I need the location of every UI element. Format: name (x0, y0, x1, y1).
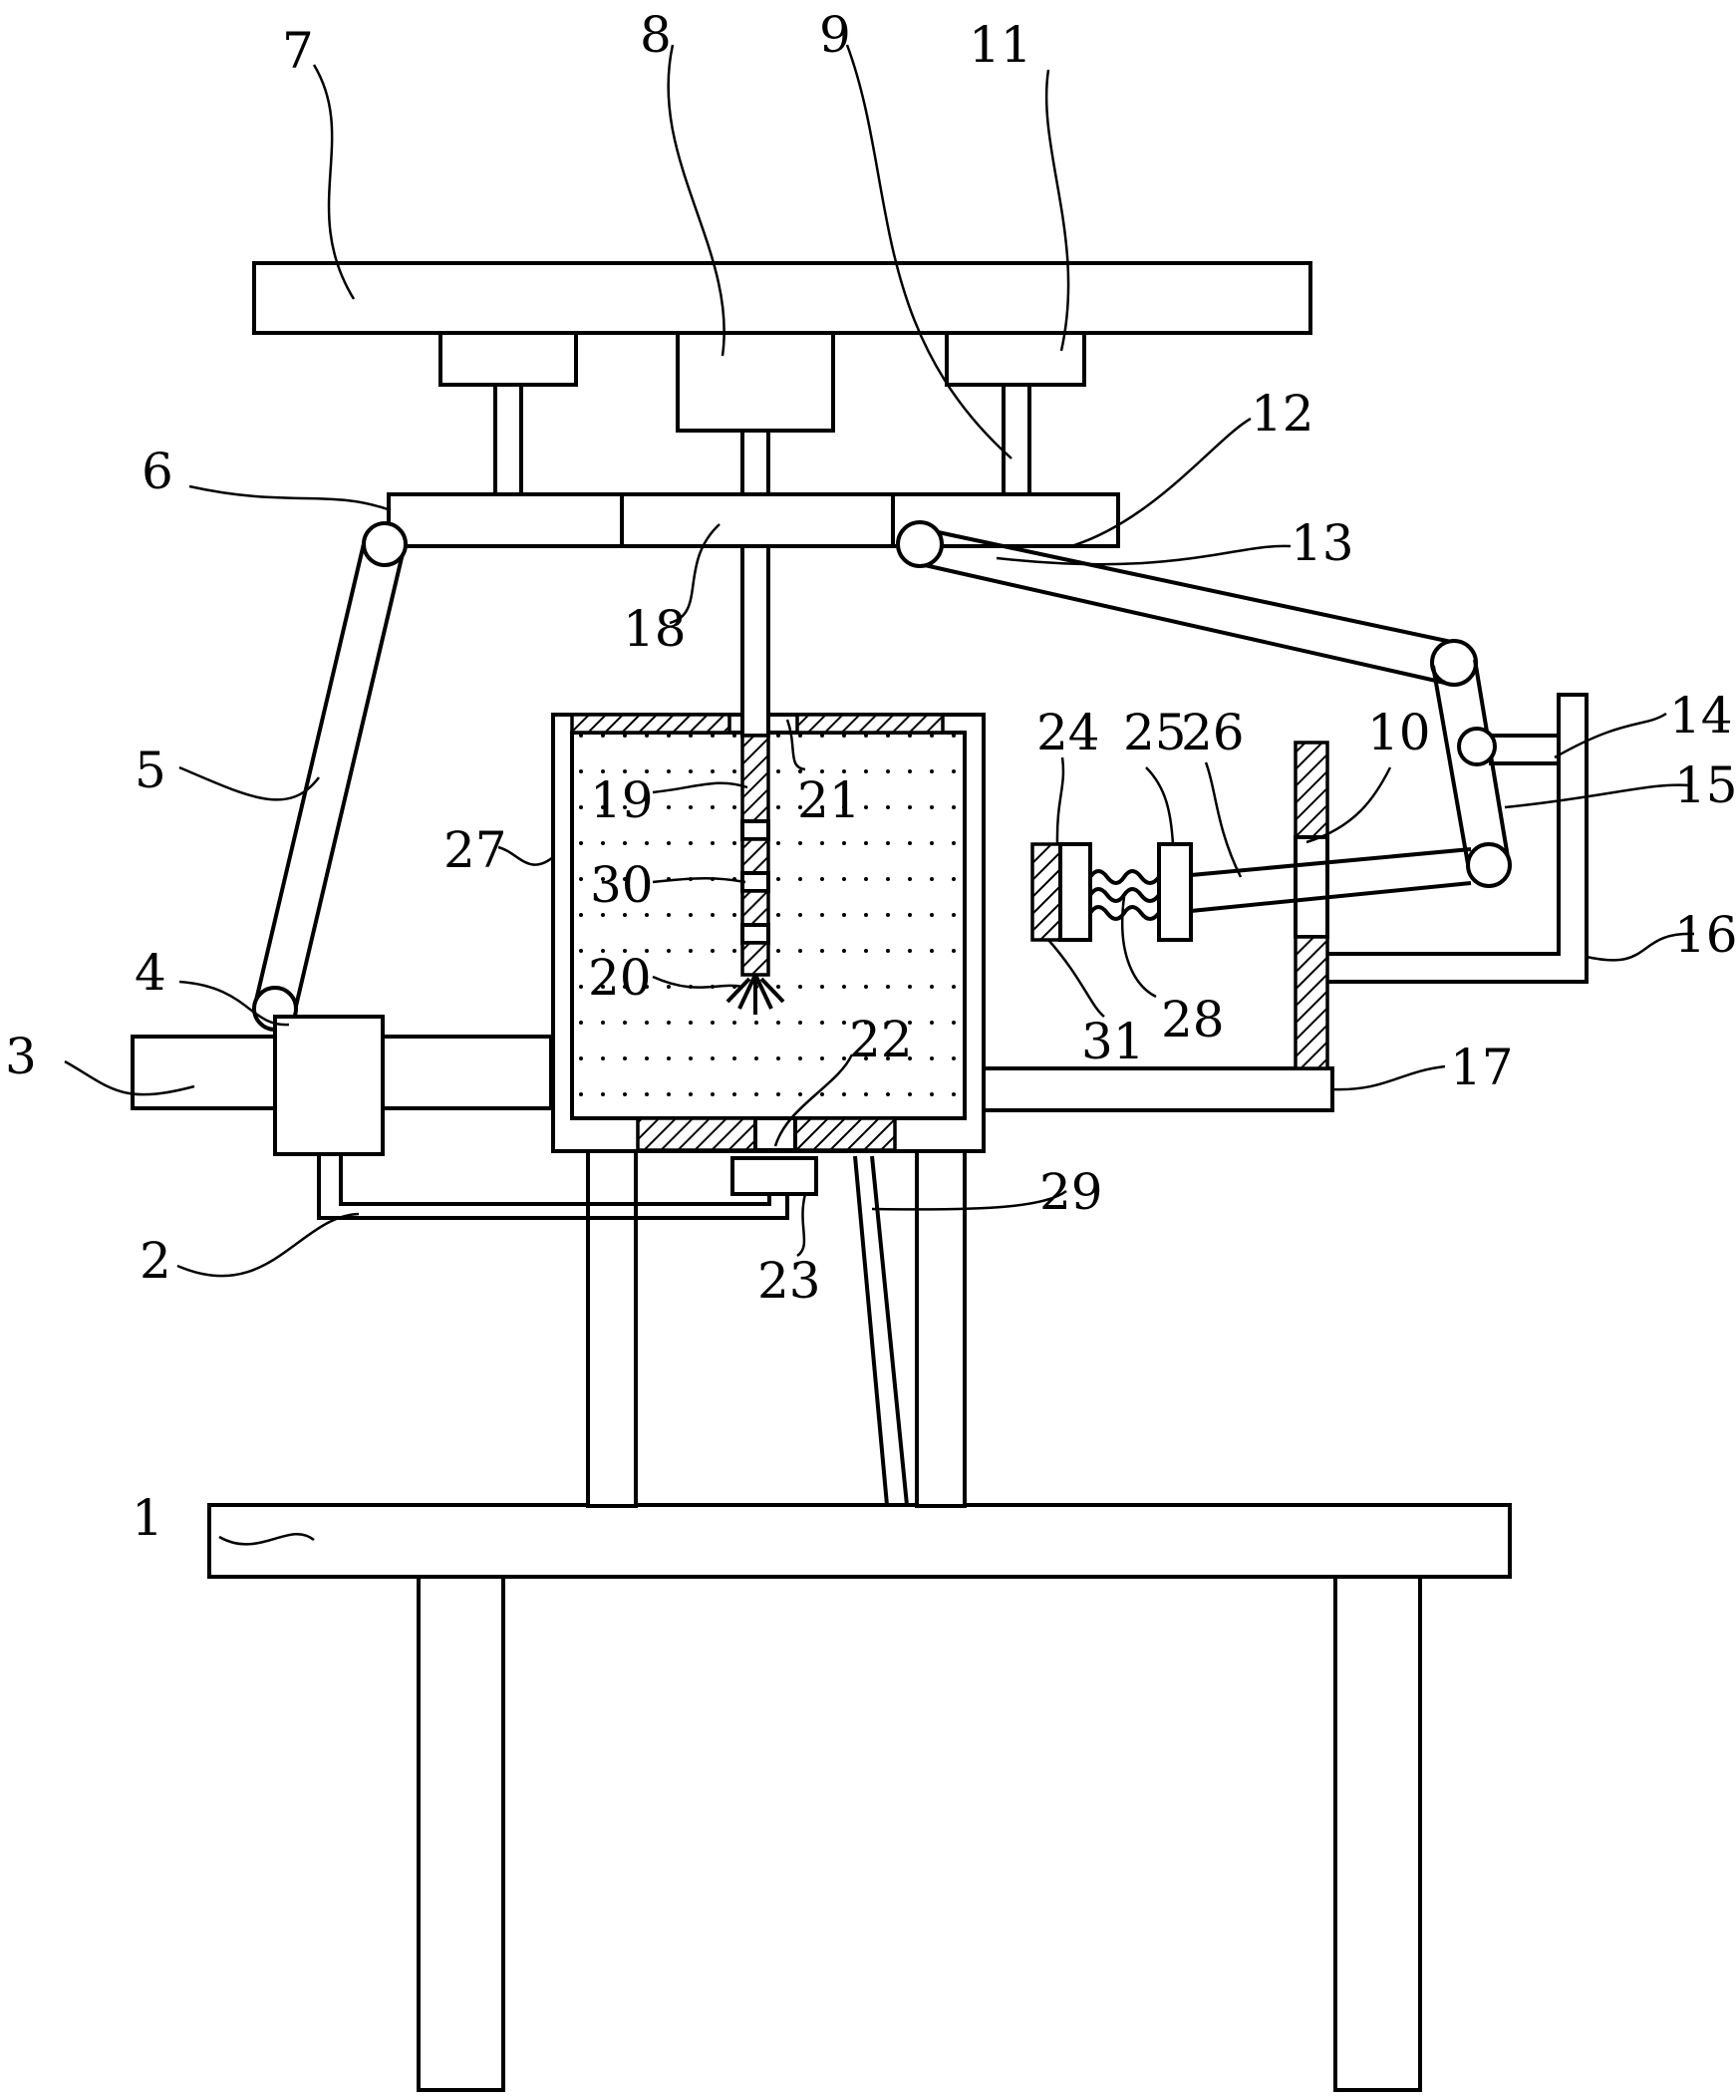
label-3: 3 (5, 1028, 37, 1085)
right-link-13 (896, 520, 1478, 687)
label-9: 9 (819, 6, 851, 64)
left-link-5 (252, 521, 408, 1032)
middle-beam (387, 492, 1120, 548)
label-22: 22 (849, 1011, 913, 1068)
short-link-15 (1431, 659, 1512, 888)
label-29: 29 (1039, 1163, 1103, 1221)
label-25: 25 (1123, 704, 1187, 761)
label-10: 10 (1367, 704, 1431, 761)
label-2: 2 (140, 1232, 171, 1290)
motor-8 (676, 331, 835, 496)
right-arm-17 (982, 1066, 1334, 1112)
label-7: 7 (282, 22, 314, 80)
label-23: 23 (757, 1252, 821, 1310)
hammer-assembly (1030, 842, 1193, 942)
label-20: 20 (588, 949, 652, 1007)
label-26: 26 (1181, 704, 1245, 761)
pin-support-14 (1489, 734, 1561, 765)
leader-lines (64, 44, 1695, 1546)
label-5: 5 (135, 742, 166, 799)
label-4: 4 (135, 944, 166, 1002)
label-30: 30 (590, 856, 654, 914)
label-19: 19 (590, 771, 654, 829)
label-16: 16 (1674, 906, 1736, 964)
block-4 (273, 1015, 385, 1156)
label-1: 1 (132, 1489, 163, 1547)
label-21: 21 (797, 771, 861, 829)
bracket-16 (1327, 693, 1589, 984)
label-12: 12 (1251, 385, 1314, 443)
label-27: 27 (443, 821, 507, 879)
left-cylinder (438, 331, 578, 496)
base-table (207, 1503, 1512, 2092)
label-28: 28 (1161, 991, 1225, 1049)
label-13: 13 (1291, 514, 1354, 572)
label-24: 24 (1036, 704, 1100, 761)
label-11: 11 (969, 16, 1032, 74)
right-cylinder-11 (945, 331, 1086, 496)
label-18: 18 (623, 600, 687, 658)
stirring-shaft (725, 544, 785, 1015)
discharge-pipe (853, 1155, 909, 1506)
label-8: 8 (640, 6, 672, 64)
valve-23 (730, 1156, 818, 1196)
label-31: 31 (1081, 1013, 1145, 1070)
label-15: 15 (1674, 756, 1736, 814)
pipe-2 (317, 1154, 789, 1220)
label-6: 6 (142, 443, 173, 500)
upright-plate-10 (1294, 741, 1329, 1070)
callout-labels: 7 8 9 11 12 6 13 18 21 19 27 30 20 5 4 3… (5, 6, 1736, 1547)
label-14: 14 (1669, 687, 1733, 745)
label-17: 17 (1450, 1039, 1514, 1096)
top-plate (252, 261, 1312, 335)
